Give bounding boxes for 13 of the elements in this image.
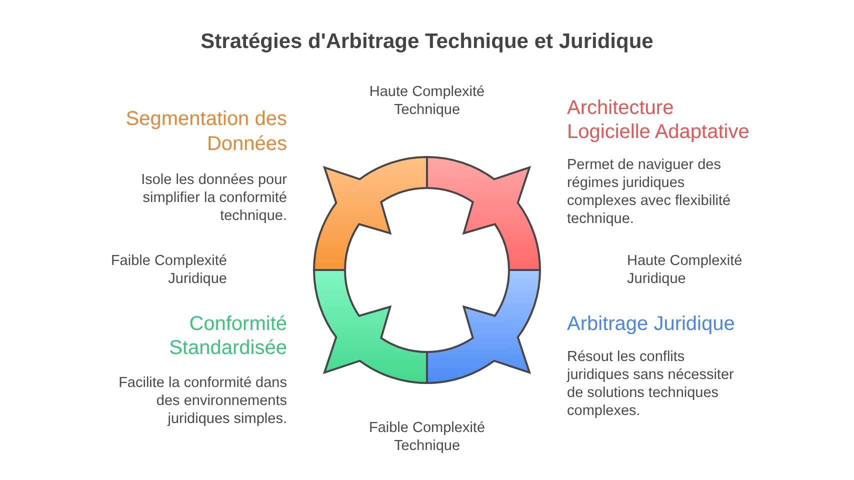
quadrant-description: Résout les conflits juridiques sans nécessiter de solutions techniques complexes. <box>567 348 735 420</box>
quadrant-description: Facilite la conformité dans des environnements juridiques simples. <box>118 374 287 428</box>
quadrant-heading: Arbitrage Juridique <box>567 312 736 336</box>
quadrant-heading: Conformité Standardisée <box>168 312 287 360</box>
axis-label: Haute Complexité Juridique <box>627 252 744 288</box>
quadrant-description: Isole les données pour simplifier la conformité technique. <box>140 171 287 225</box>
diagram-title: Stratégies d'Arbitrage Technique et Juridique <box>200 29 654 55</box>
axis-label: Faible Complexité Juridique <box>110 252 227 288</box>
quadrant-heading: Segmentation des Données <box>124 107 287 157</box>
axis-label: Faible Complexité Technique <box>368 419 486 455</box>
quadrant-description: Permet de naviguer des régimes juridiques complexes avec flexibilité technique. <box>567 156 732 228</box>
quadrant-heading: Architecture Logicielle Adaptative <box>567 96 750 144</box>
axis-label: Haute Complexité Technique <box>368 83 486 119</box>
